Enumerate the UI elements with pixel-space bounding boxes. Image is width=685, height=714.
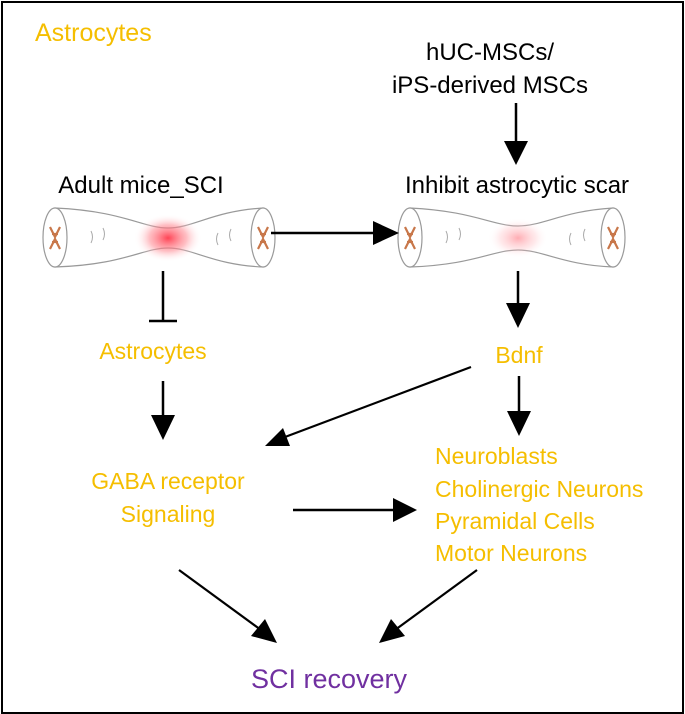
neuron-type-item: Pyramidal Cells [435,508,595,534]
grey-matter-icon [257,226,269,250]
left-cord-label: Adult mice_SCI [58,172,223,199]
neuron-type-item: Motor Neurons [435,540,587,566]
neuron-type-item: Cholinergic Neurons [435,476,643,502]
arrowhead-gaba-to-neurons [393,498,417,522]
neuron-types-list: Neuroblasts Cholinergic Neurons Pyramida… [435,443,643,566]
sci-recovery-outcome: SCI recovery [251,664,408,694]
right-cord-label: Inhibit astrocytic scar [405,172,629,199]
arrowhead-left-cord-to-right-cord [373,221,399,245]
arrowhead-bdnf-to-neurons [507,411,531,436]
panel-title: Astrocytes [35,19,152,47]
arrowhead-source-to-cord [504,141,528,165]
grey-matter-icon [49,226,61,250]
grey-matter-icon [404,226,416,250]
arrowhead-cord-to-bdnf [506,303,530,328]
arrow-gaba-to-recovery [178,569,262,631]
arrowhead-gaba-to-recovery [251,619,277,643]
arrow-bdnf-to-gaba [284,365,472,439]
bdnf-node: Bdnf [495,342,543,368]
injury-site-marker [134,214,202,262]
arrow-neurons-to-recovery [394,569,478,631]
source-label-line1: hUC-MSCs/ [426,39,554,66]
grey-matter-icon [607,226,619,250]
diagram-canvas: Astrocytes hUC-MSCs/ iPS-derived MSCs Ad… [35,19,643,694]
source-label-line2: iPS-derived MSCs [392,72,588,99]
right-spinal-cord-illustration [397,207,626,268]
left-spinal-cord-illustration [42,207,276,268]
arrowhead-neurons-to-recovery [379,619,405,643]
injury-site-marker [488,218,548,258]
arrowhead-astrocytes-to-gaba [151,415,175,440]
arrowhead-bdnf-to-gaba [265,428,290,446]
astrocytes-node: Astrocytes [99,338,206,364]
gaba-node-line2: Signaling [121,501,216,527]
neuron-type-item: Neuroblasts [435,443,558,469]
gaba-node-line1: GABA receptor [91,468,245,494]
